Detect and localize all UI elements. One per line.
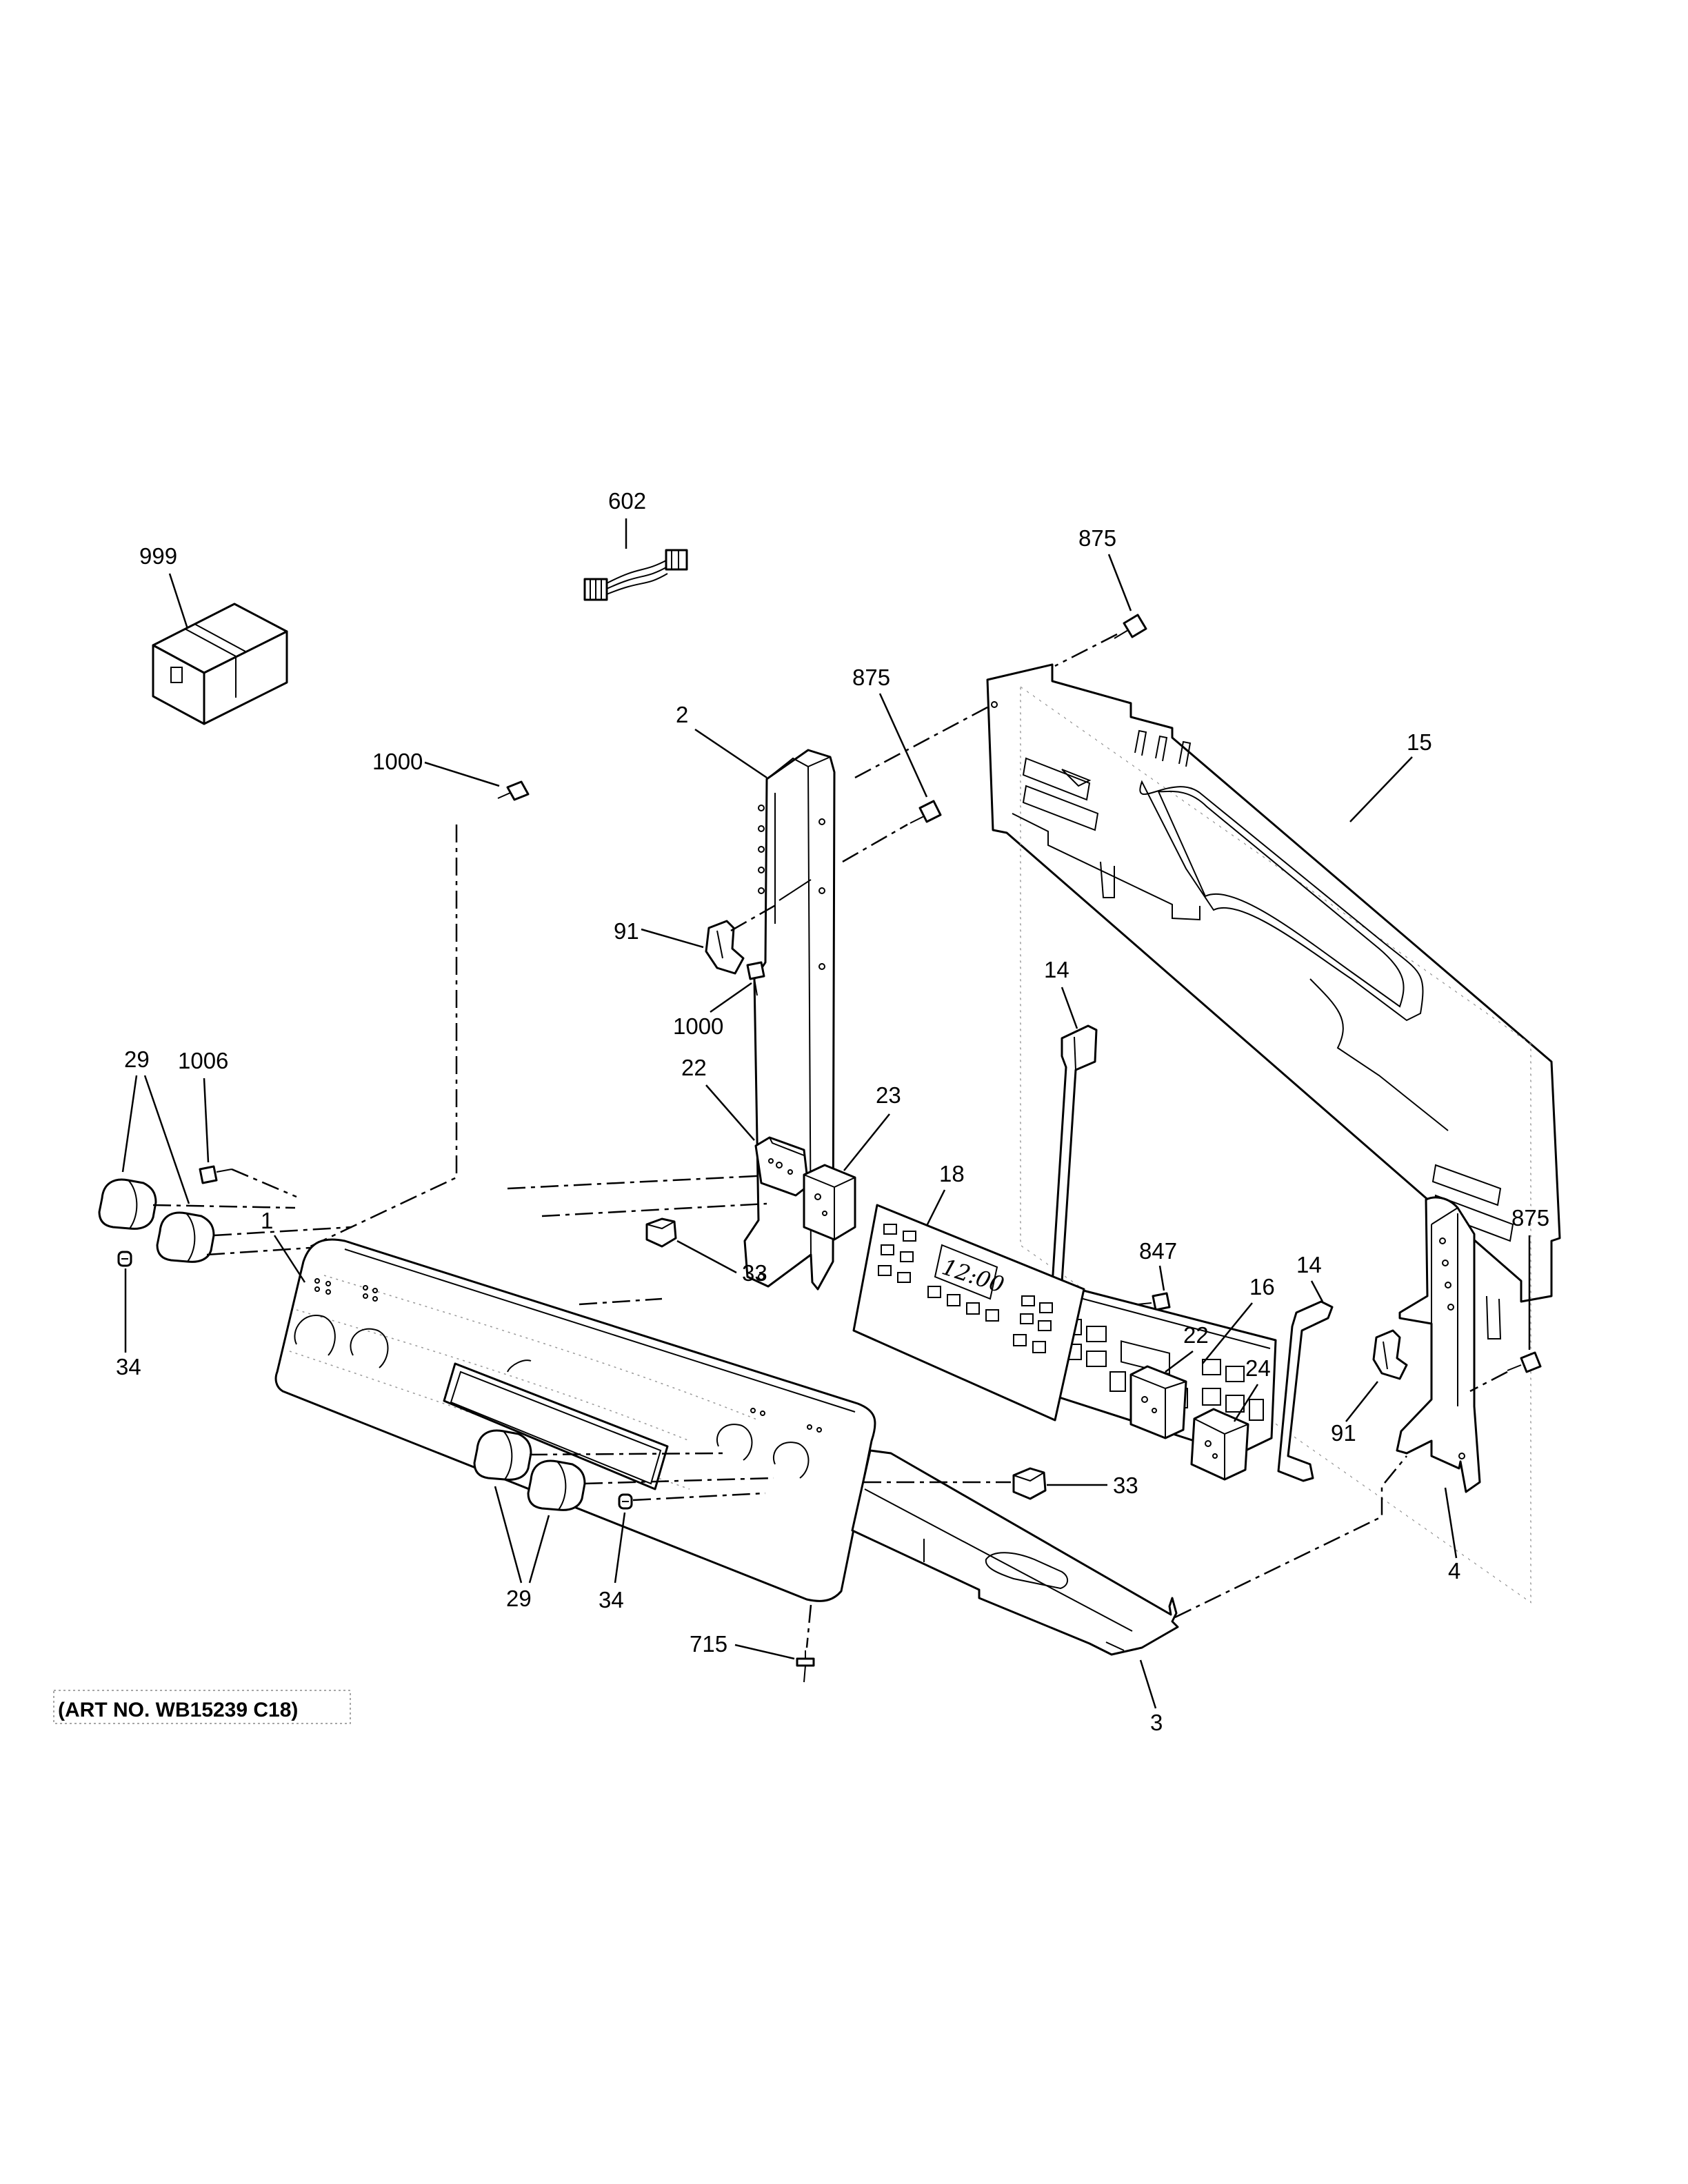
part-91-clip-right <box>1372 1329 1408 1380</box>
art-number-box <box>53 1690 351 1724</box>
part-91-clip-left <box>705 920 745 975</box>
callout-24: 24 <box>1245 1355 1271 1381</box>
callout-875-top: 875 <box>1078 525 1116 551</box>
callout-22-low: 22 <box>1183 1322 1209 1348</box>
callout-602: 602 <box>608 488 646 514</box>
part-29-knob-left-a <box>98 1178 157 1230</box>
part-29-knob-left-b <box>156 1211 215 1263</box>
part-18-keypad: 12:00 <box>852 1204 1085 1422</box>
callout-715: 715 <box>690 1631 727 1657</box>
part-29-knob-low-b <box>527 1459 586 1511</box>
art-number: (ART NO. WB15239 C18) <box>58 1699 298 1721</box>
part-602-harness <box>583 549 688 601</box>
part-875-screw-top <box>1114 614 1147 639</box>
callout-91-left: 91 <box>614 918 639 944</box>
part-875-screw-mid <box>910 800 942 824</box>
callout-15: 15 <box>1407 729 1432 755</box>
part-1000-screw-mid <box>746 961 765 996</box>
part-14-bracket-left <box>1051 1024 1098 1286</box>
part-33-switch-low <box>1012 1467 1047 1500</box>
callout-29-low: 29 <box>506 1586 532 1611</box>
callout-3: 3 <box>1150 1710 1163 1735</box>
callout-1000-mid: 1000 <box>673 1013 723 1039</box>
callout-1: 1 <box>261 1208 273 1233</box>
callout-875-right: 875 <box>1511 1205 1549 1231</box>
part-34-nut-left <box>117 1251 132 1267</box>
part-715-screw <box>796 1650 815 1683</box>
callout-999: 999 <box>139 543 177 569</box>
callout-33-low: 33 <box>1113 1473 1138 1498</box>
callout-22-top: 22 <box>681 1055 707 1080</box>
part-1006-screw <box>199 1165 232 1184</box>
part-999-box <box>152 603 288 725</box>
callout-2: 2 <box>676 702 688 727</box>
part-15-back-panel <box>986 663 1561 1604</box>
part-23-switch <box>803 1164 856 1241</box>
part-34-nut-low <box>618 1493 633 1510</box>
part-1000-screw-left <box>497 780 530 801</box>
callout-875-mid: 875 <box>852 665 890 690</box>
callout-33-top: 33 <box>742 1260 767 1286</box>
part-3-trim <box>851 1449 1179 1656</box>
part-14-bracket-right <box>1277 1300 1334 1482</box>
callout-34-left: 34 <box>116 1354 141 1379</box>
callout-29-left: 29 <box>124 1046 150 1072</box>
callout-1000-left: 1000 <box>372 749 423 774</box>
callout-16: 16 <box>1249 1274 1275 1300</box>
part-22-switch-low <box>1129 1365 1187 1439</box>
callout-4: 4 <box>1448 1558 1460 1584</box>
callout-34-low: 34 <box>599 1587 624 1612</box>
part-29-knob-low-a <box>473 1429 532 1481</box>
callout-14-left: 14 <box>1044 957 1069 982</box>
part-1-control-panel <box>274 1238 876 1602</box>
callout-847: 847 <box>1139 1238 1177 1264</box>
part-24-switch <box>1190 1408 1249 1481</box>
callout-23: 23 <box>876 1082 901 1108</box>
callout-91-right: 91 <box>1331 1420 1356 1446</box>
callout-14-right: 14 <box>1296 1252 1322 1277</box>
part-4-right-bracket <box>1396 1196 1481 1493</box>
callout-1006: 1006 <box>178 1048 228 1073</box>
part-33-switch-top <box>645 1217 677 1248</box>
callout-18: 18 <box>939 1161 965 1186</box>
part-875-screw-right <box>1507 1351 1542 1373</box>
